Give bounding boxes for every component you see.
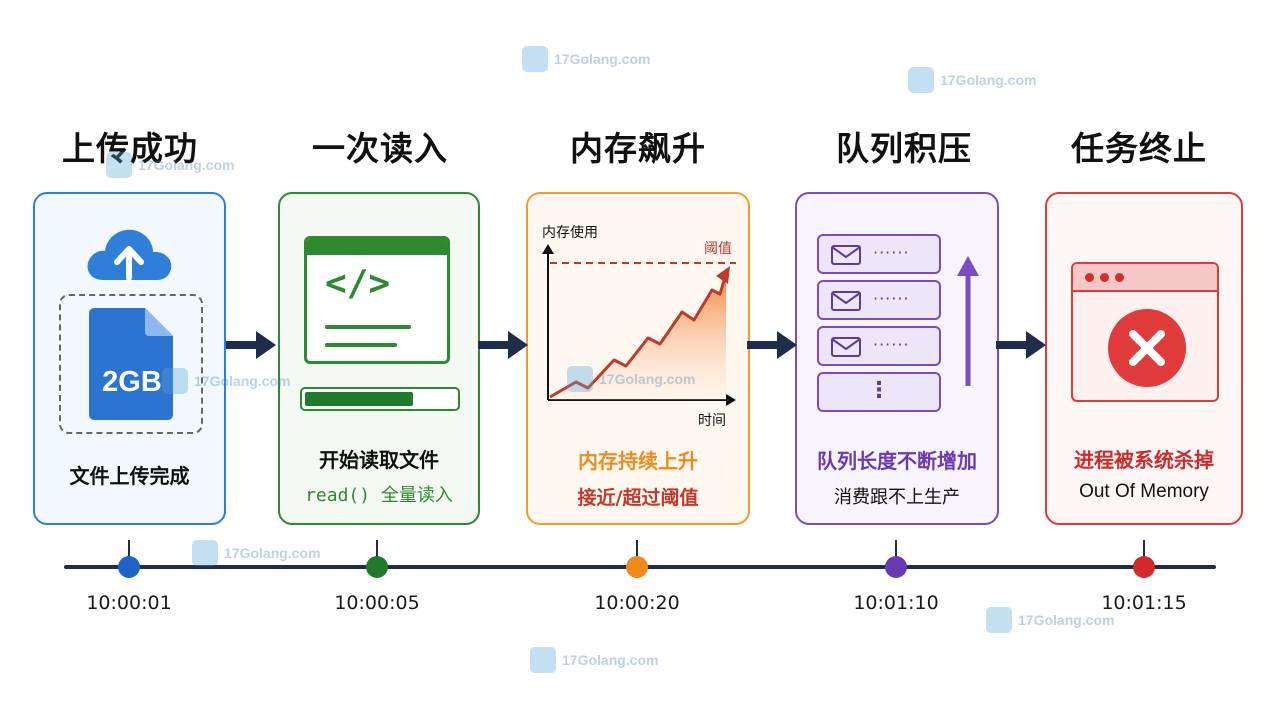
upload-card: 2GB 文件上传完成	[33, 192, 226, 525]
upload-caption: 文件上传完成	[69, 464, 190, 488]
memory-caption: 内存持续上升	[578, 449, 698, 473]
envelope-icon	[831, 245, 861, 265]
timestamp-queue: 10:01:10	[853, 592, 939, 614]
timeline-tick	[895, 540, 897, 566]
kill-subcaption: Out Of Memory	[1079, 481, 1209, 502]
timeline-tick	[1143, 540, 1145, 566]
code-window-icon: </>	[304, 236, 450, 364]
timestamp-read: 10:00:05	[334, 592, 420, 614]
stage-title-read: 一次读入	[312, 129, 448, 168]
watermark: 17Golang.com	[986, 607, 1114, 633]
read-progress-fill	[305, 392, 413, 406]
chart-xlabel: 时间	[698, 413, 726, 429]
timeline-dot-kill	[1133, 556, 1155, 578]
chart-ylabel: 内存使用	[542, 225, 598, 241]
timeline-tick	[636, 540, 638, 566]
message-dots: ······	[873, 243, 910, 262]
watermark: 17Golang.com	[908, 67, 1036, 93]
queue-item: ······	[817, 326, 941, 366]
queue-caption: 队列长度不断增加	[817, 449, 977, 473]
timeline-dot-queue	[885, 556, 907, 578]
watermark: 17Golang.com	[530, 647, 658, 673]
timeline-tick	[128, 540, 130, 566]
file-size-label: 2GB	[102, 366, 162, 398]
watermark: 17Golang.com	[106, 152, 234, 178]
flow-arrow-icon	[996, 331, 1046, 359]
kill-card: 进程被系统杀掉 Out Of Memory	[1045, 192, 1243, 525]
flow-arrow-icon	[747, 331, 797, 359]
timeline-tick	[376, 540, 378, 566]
cloud-upload-icon	[87, 229, 172, 281]
stage-title-memory: 内存飙升	[570, 129, 706, 168]
stage-title-queue: 队列积压	[836, 129, 972, 168]
timeline-dot-memory	[626, 556, 648, 578]
memory-chart	[542, 244, 736, 406]
file-icon	[89, 308, 173, 420]
memory-card: 内存使用 阈值 时间 内存持续上升 接近/超过阈值	[526, 192, 750, 525]
stage-title-kill: 任务终止	[1071, 129, 1207, 168]
watermark: 17Golang.com	[567, 366, 695, 392]
close-error-icon	[1108, 309, 1186, 387]
queue-item: ······	[817, 280, 941, 320]
file-dropzone	[59, 294, 203, 434]
read-progress-bar	[300, 387, 460, 411]
watermark: 17Golang.com	[192, 540, 320, 566]
envelope-icon	[831, 337, 861, 357]
envelope-icon	[831, 291, 861, 311]
memory-subcaption: 接近/超过阈值	[577, 487, 699, 509]
message-dots: ······	[873, 335, 910, 354]
rising-arrow-icon	[957, 256, 979, 386]
flow-arrow-icon	[478, 331, 528, 359]
read-card: </> 开始读取文件 read() 全量读入	[278, 192, 480, 525]
message-dots: ······	[873, 289, 910, 308]
timeline-dot-upload	[118, 556, 140, 578]
timeline-dot-read	[366, 556, 388, 578]
read-subcaption: read() 全量读入	[305, 485, 453, 506]
more-dots: ⋮	[868, 378, 890, 403]
queue-item: ······	[817, 234, 941, 274]
watermark: 17Golang.com	[162, 368, 290, 394]
timestamp-kill: 10:01:15	[1101, 592, 1187, 614]
timestamp-upload: 10:00:01	[86, 592, 172, 614]
queue-card: ······ ······ ······ ⋮ 队列长度不断增加 消费跟不上生产	[795, 192, 999, 525]
watermark: 17Golang.com	[522, 46, 650, 72]
code-symbol: </>	[325, 263, 391, 304]
timestamp-memory: 10:00:20	[594, 592, 680, 614]
chart-threshold-label: 阈值	[704, 241, 732, 257]
stage-title-upload: 上传成功	[62, 129, 198, 168]
kill-caption: 进程被系统杀掉	[1074, 448, 1214, 472]
flow-arrow-icon	[226, 331, 276, 359]
queue-item-more: ⋮	[817, 372, 941, 412]
queue-subcaption: 消费跟不上生产	[834, 487, 960, 508]
read-caption: 开始读取文件	[319, 448, 439, 472]
